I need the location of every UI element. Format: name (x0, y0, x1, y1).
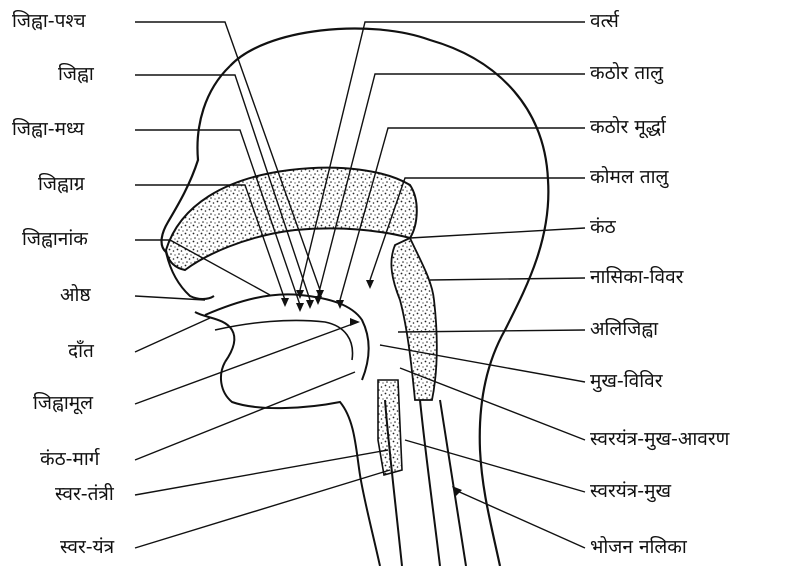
label-oral-cavity: मुख-विविर (590, 370, 663, 392)
label-hard-palate: कठोर तालु (590, 62, 663, 84)
label-nasal-cavity: नासिका-विवर (590, 266, 683, 288)
label-epiglottis: स्वरयंत्र-मुख-आवरण (590, 428, 729, 450)
label-tongue-middle: जिह्वा-मध्य (12, 118, 84, 140)
label-tongue-back: जिह्वा-पश्च (12, 10, 86, 32)
label-food-pipe: भोजन नलिका (590, 536, 687, 558)
label-tongue-tip: जिह्वाग्र (38, 173, 85, 195)
label-lips: ओष्ठ (60, 284, 91, 306)
label-alveolar-ridge: वर्त्स (590, 10, 619, 32)
tongue-lower (215, 320, 353, 360)
label-glottis: स्वरयंत्र-मुख (590, 480, 671, 502)
lower-lip (195, 312, 234, 362)
label-tongue-blade: जिह्वानांक (22, 228, 88, 250)
label-larynx: स्वर-यंत्र (60, 536, 114, 558)
label-tongue: जिह्वा (58, 63, 94, 85)
left-leaders (135, 22, 390, 548)
label-hard-cerebral: कठोर मूर्द्धा (590, 116, 666, 138)
head-outline (230, 28, 548, 566)
tongue (205, 294, 369, 380)
right-leaders (300, 22, 585, 548)
pharynx-wall (391, 238, 436, 400)
label-uvula: अलिजिह्वा (590, 318, 658, 340)
label-teeth: दाँत (68, 340, 94, 362)
label-pharynx: कंठ-मार्ग (40, 448, 99, 470)
esophagus-back (440, 400, 466, 566)
esophagus-front (420, 400, 440, 566)
label-vocal-cords: स्वर-तंत्री (55, 483, 114, 505)
chin-neck (221, 362, 380, 566)
label-soft-palate: कोमल तालु (590, 166, 668, 188)
label-throat: कंठ (590, 216, 616, 238)
label-tongue-root: जिह्वामूल (33, 392, 93, 414)
